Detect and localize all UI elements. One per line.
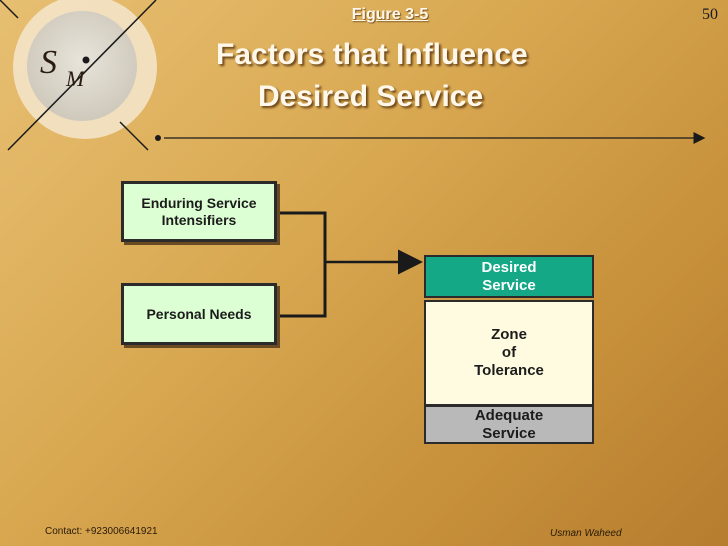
enduring-service-intensifiers-box: Enduring Service Intensifiers (121, 181, 277, 242)
logo-diagonal-line (7, 0, 157, 151)
logo-inner-circle (27, 11, 137, 121)
logo-dot (82, 56, 90, 64)
footer-contact: Contact: +923006641921 (45, 526, 158, 537)
figure-label: Figure 3-5 (351, 6, 429, 23)
page-title-line2: Desired Service (258, 80, 484, 113)
zone-of-tolerance-label: Zone of Tolerance (474, 326, 544, 379)
personal-needs-label: Personal Needs (146, 305, 252, 322)
logo-slash-line (119, 121, 149, 151)
adequate-service-label: Adequate Service (474, 406, 544, 442)
enduring-service-intensifiers-label: Enduring Service Intensifiers (141, 194, 257, 228)
logo-top-line (0, 0, 19, 19)
desired-service-cell: Desired Service (424, 255, 594, 298)
adequate-service-cell: Adequate Service (424, 406, 594, 444)
desired-service-label: Desired Service (481, 258, 537, 294)
zone-of-tolerance-cell: Zone of Tolerance (424, 300, 594, 406)
logo-letter-s: S (40, 44, 57, 81)
personal-needs-box: Personal Needs (121, 283, 277, 345)
footer-author: Usman Waheed (550, 528, 622, 539)
page-number: 50 (702, 6, 718, 23)
logo-letter-m: M (66, 66, 85, 91)
connector-bottom (280, 262, 327, 318)
page-title-line1: Factors that Influence (216, 38, 528, 71)
divider-dot (155, 135, 161, 141)
connector-top (280, 211, 327, 262)
